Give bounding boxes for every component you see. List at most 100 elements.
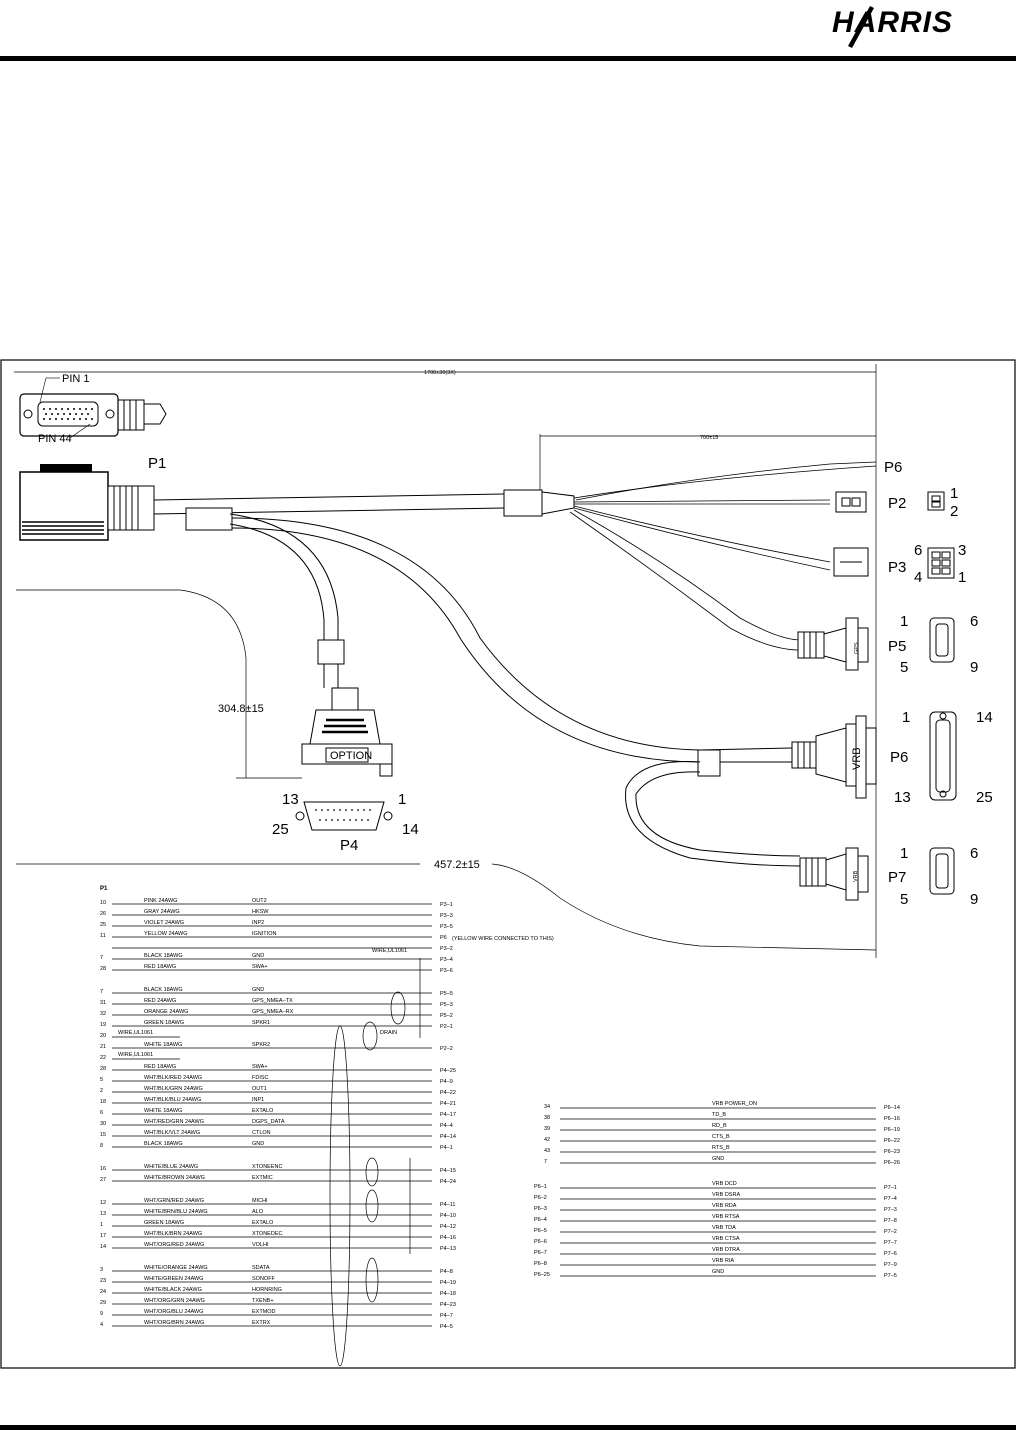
signal-label: RTS_B xyxy=(712,1145,730,1151)
logo-text: HARRIS xyxy=(832,6,953,39)
wire-label: BLACK 18AWG xyxy=(144,987,183,993)
p5-label: P5 xyxy=(888,638,906,655)
to-pin: P6–16 xyxy=(884,1116,900,1122)
p6-pin-25: 25 xyxy=(976,789,993,806)
to-pin: P7–3 xyxy=(884,1207,897,1213)
wire-label: WHT/ORG/GRN 24AWG xyxy=(144,1298,205,1304)
from-pin: P6–1 xyxy=(534,1184,547,1190)
p2-connector xyxy=(835,491,945,513)
from-pin: P6–5 xyxy=(534,1228,547,1234)
signal-label: GND xyxy=(252,987,264,993)
pin-number: 7 xyxy=(100,989,103,995)
signal-label: SWA+ xyxy=(252,964,268,970)
to-pin: P6–14 xyxy=(884,1105,900,1111)
p2-pin-1: 1 xyxy=(950,485,958,502)
yellow-note: (YELLOW WIRE CONNECTED TO THIS) xyxy=(452,936,554,942)
pin-number: 5 xyxy=(100,1077,103,1083)
to-pin: P7–8 xyxy=(884,1218,897,1224)
wire-label: RED 18AWG xyxy=(144,1064,176,1070)
signal-label: VRB RIA xyxy=(712,1258,734,1264)
destination-label: P4–9 xyxy=(440,1079,453,1085)
p4-pin-13: 13 xyxy=(282,791,299,808)
pin-number: 2 xyxy=(100,1088,103,1094)
twisted-pair-markers xyxy=(329,958,421,1367)
wire-label: RED 24AWG xyxy=(144,998,176,1004)
signal-label: VRB DSRA xyxy=(712,1192,740,1198)
destination-label: P3–5 xyxy=(440,924,453,930)
p3-label: P3 xyxy=(888,559,906,576)
signal-label: SPKR1 xyxy=(252,1020,270,1026)
to-pin: P7–5 xyxy=(884,1273,897,1279)
signal-label: VRB RDA xyxy=(712,1203,737,1209)
wire-label: RED 18AWG xyxy=(144,964,176,970)
harris-logo: HARRIS xyxy=(832,6,953,48)
signal-label: GND xyxy=(252,1141,264,1147)
from-pin: 38 xyxy=(544,1115,550,1121)
pin-number: 6 xyxy=(100,1110,103,1116)
signal-label: VRB DCD xyxy=(712,1181,737,1187)
dim-branch-label: 700±15 xyxy=(700,435,718,441)
wire-label: WHITE/ORANGE 24AWG xyxy=(144,1265,208,1271)
wire-label: WHITE/BROWN 24AWG xyxy=(144,1175,205,1181)
destination-label: P5–3 xyxy=(440,1002,453,1008)
pin-number: 8 xyxy=(100,1143,103,1149)
destination-label: P4–21 xyxy=(440,1101,456,1107)
destination-label: P4–17 xyxy=(440,1112,456,1118)
destination-label: P4–4 xyxy=(440,1123,453,1129)
wire-label: WHITE/GREEN 24AWG xyxy=(144,1276,203,1282)
p7-pin-5: 5 xyxy=(900,891,908,908)
pin-number: 22 xyxy=(100,1055,106,1061)
signal-label: TD_B xyxy=(712,1112,726,1118)
destination-label: P4–15 xyxy=(440,1168,456,1174)
p4-branch-cable xyxy=(229,513,359,711)
pin44-label: PIN 44 xyxy=(38,433,72,445)
signal-label: VRB POWER_ON xyxy=(712,1101,757,1107)
wire-label: GREEN 18AWG xyxy=(144,1020,184,1026)
pin-number: 11 xyxy=(100,933,106,939)
p7-label: P7 xyxy=(888,869,906,886)
signal-label: CTLON xyxy=(252,1130,271,1136)
signal-label: VRB RTSA xyxy=(712,1214,740,1220)
to-pin: P7–9 xyxy=(884,1262,897,1268)
signal-label: MICHI xyxy=(252,1198,268,1204)
wire-ul-note-3: WIRE,UL1061 xyxy=(118,1052,153,1058)
p1-top-view xyxy=(19,377,167,439)
wire-label: WHITE/BLUE 24AWG xyxy=(144,1164,198,1170)
signal-label: ALO xyxy=(252,1209,264,1215)
table-row: P3–2 xyxy=(112,946,453,952)
pin-number: 27 xyxy=(100,1177,106,1183)
p5-pin-6: 6 xyxy=(970,613,978,630)
from-pin: P6–2 xyxy=(534,1195,547,1201)
signal-label: GPS_NMEA–RX xyxy=(252,1009,294,1015)
wire-label: PINK 24AWG xyxy=(144,898,177,904)
signal-label: SDATA xyxy=(252,1265,270,1271)
to-pin: P6–22 xyxy=(884,1138,900,1144)
vrb-text-p6: VRB xyxy=(851,747,863,770)
pin-number: 24 xyxy=(100,1289,106,1295)
destination-label: P4–7 xyxy=(440,1313,453,1319)
signal-label: SWA+ xyxy=(252,1064,268,1070)
pin-number: 31 xyxy=(100,1000,106,1006)
pin-number: 29 xyxy=(100,1300,106,1306)
destination-label: P2–1 xyxy=(440,1024,453,1030)
p1-table-header: P1 xyxy=(100,886,108,892)
p7-pin-1: 1 xyxy=(900,845,908,862)
destination-label: P4–10 xyxy=(440,1213,456,1219)
